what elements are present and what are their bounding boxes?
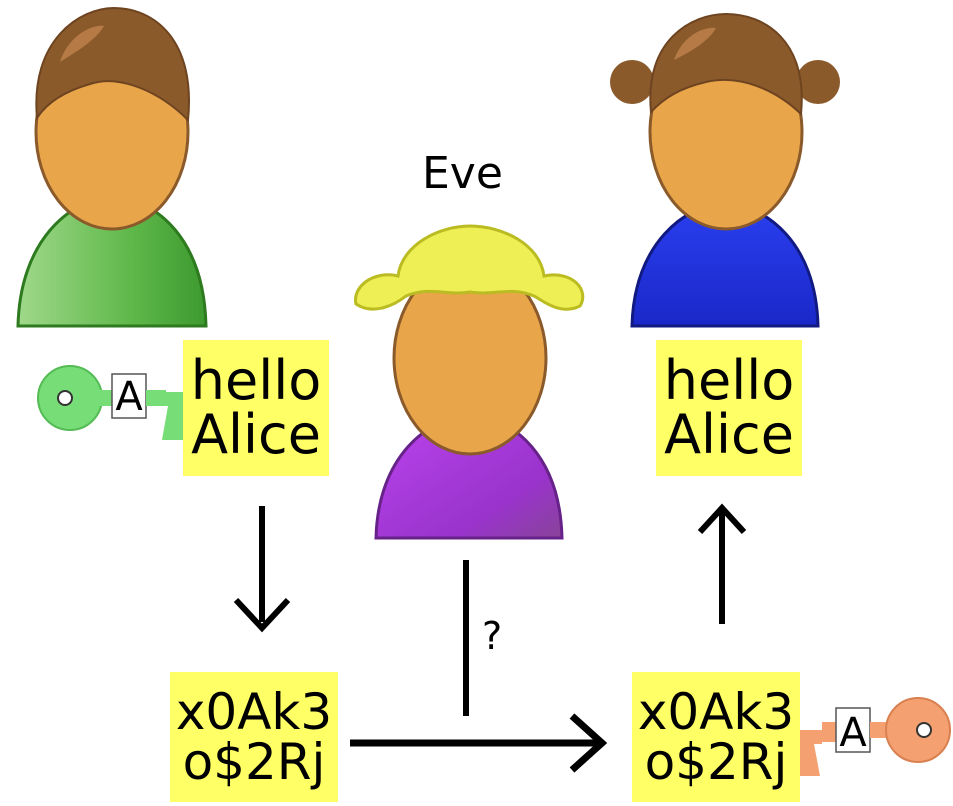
receiver-person xyxy=(610,12,840,328)
ciphertext-right-line-1: x0Ak3 xyxy=(637,683,795,741)
ciphertext-right-line-2: o$2Rj xyxy=(644,733,788,791)
sender-person xyxy=(16,6,208,328)
receiver-key-letter: A xyxy=(839,710,867,756)
sender-plaintext-line-2: Alice xyxy=(191,403,321,466)
sender-key-icon: A xyxy=(37,365,192,440)
receiver-plaintext-line-2: Alice xyxy=(664,403,794,466)
eve-label: Eve xyxy=(422,148,503,199)
decrypt-arrow xyxy=(697,503,747,624)
transmit-arrow xyxy=(350,713,608,773)
ciphertext-left-line-1: x0Ak3 xyxy=(175,683,333,741)
sender-hair xyxy=(35,6,190,123)
receiver-plaintext-line-1: hello xyxy=(663,349,795,412)
eve-person xyxy=(354,224,585,540)
receiver-plaintext-box: hello Alice xyxy=(656,340,802,476)
sender-plaintext-line-1: hello xyxy=(190,349,322,412)
sender-key-letter: A xyxy=(115,374,143,420)
encrypt-arrow xyxy=(233,506,291,633)
intercept-question-mark: ? xyxy=(482,614,503,658)
ciphertext-box-right: x0Ak3 o$2Rj xyxy=(632,672,800,802)
ciphertext-left-line-2: o$2Rj xyxy=(182,733,326,791)
receiver-pigtail-left xyxy=(610,60,654,104)
sender-plaintext-box: hello Alice xyxy=(183,340,329,476)
receiver-pigtail-right xyxy=(796,60,840,104)
receiver-key-icon: A xyxy=(788,697,951,776)
ciphertext-box-left: x0Ak3 o$2Rj xyxy=(170,672,338,802)
eve-hair xyxy=(354,224,585,311)
